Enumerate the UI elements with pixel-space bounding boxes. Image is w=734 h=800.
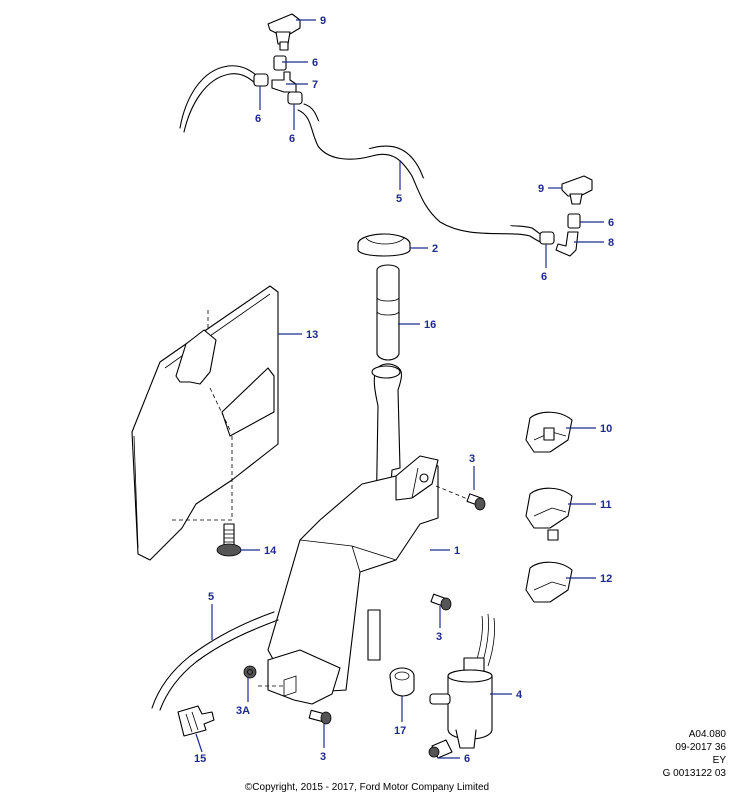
grommet [389,667,415,697]
callout-16: 16 [424,319,436,331]
sleeve-connectors-top [253,55,303,105]
upper-hose [179,65,547,245]
callout-5-lower: 5 [208,591,214,603]
callout-2: 2 [432,243,438,255]
callout-13: 13 [306,329,318,341]
callout-7: 7 [312,79,318,91]
callout-12: 12 [600,573,612,585]
callout-labels: 9 6 7 6 6 5 9 6 8 6 2 16 13 10 3 11 14 1… [194,15,614,765]
drawing-code: EY [712,755,726,766]
drawing-info: A04.080 09-2017 36 EY G 0013122 03 [663,728,726,780]
screw-3-middle [430,593,452,611]
callout-11: 11 [600,499,612,511]
washer-pump [429,613,495,749]
callout-6-a: 6 [312,57,318,69]
callout-8: 8 [608,237,614,249]
callout-3-top: 3 [469,453,475,465]
nut-3a [243,665,257,679]
bracket-12 [525,561,573,603]
bracket-10 [525,411,573,453]
callout-15: 15 [194,753,206,765]
reservoir-cap [357,233,411,257]
check-valve [177,705,215,737]
drawing-ref: A04.080 [688,729,726,740]
callout-6-c: 6 [289,133,295,145]
callout-3-middle: 3 [436,631,442,643]
washer-jet-top [267,13,301,51]
drawing-date: 09-2017 36 [675,742,726,753]
screw-3-upper [435,485,486,511]
splash-shield [131,285,279,561]
callout-1: 1 [454,545,460,557]
filler-neck [376,264,400,361]
pump-connector [428,739,453,759]
callout-6-e: 6 [541,271,547,283]
sleeve-connectors-right [539,213,581,257]
lower-hose [151,611,279,711]
callout-3a: 3A [236,705,250,717]
callout-9-right: 9 [538,183,544,195]
callout-3-lower: 3 [320,751,326,763]
copyright-notice: ©Copyright, 2015 - 2017, Ford Motor Comp… [244,782,490,793]
callout-6-b: 6 [255,113,261,125]
callout-14: 14 [264,545,277,557]
callout-6-lower: 6 [464,753,470,765]
callout-10: 10 [600,423,612,435]
washer-reservoir [258,363,439,705]
bolt-14 [216,523,242,557]
screw-3-lower [308,709,332,725]
callout-9-top: 9 [320,15,326,27]
callout-6-d: 6 [608,217,614,229]
bracket-11 [525,487,573,541]
callout-5-top: 5 [396,193,402,205]
callout-17: 17 [394,725,406,737]
drawing-number: G 0013122 03 [662,768,726,779]
leader-lines [195,19,604,759]
washer-jet-right [561,175,593,205]
callout-4: 4 [516,689,523,701]
